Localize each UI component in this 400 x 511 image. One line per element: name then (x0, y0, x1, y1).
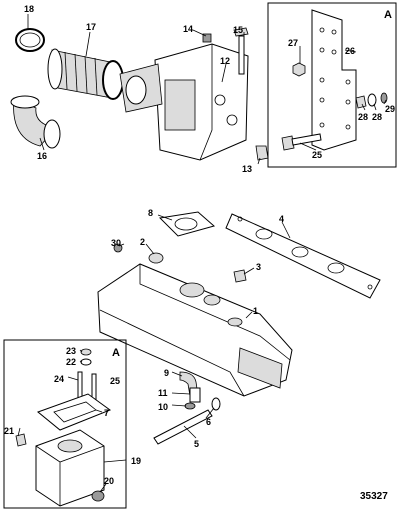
block-19-port (57, 439, 83, 453)
plug-14 (202, 33, 212, 43)
hose-17-end (47, 48, 63, 90)
stud-28-lower (355, 95, 367, 109)
callout-11: 11 (158, 388, 168, 398)
callout-17: 17 (86, 22, 96, 32)
callout-7: 7 (104, 408, 109, 418)
callout-2: 2 (140, 237, 145, 247)
callout-27: 25 (312, 150, 322, 160)
manifold-lower-edge (99, 309, 245, 397)
manifold-port-3 (227, 317, 243, 327)
block-19-edges (35, 445, 105, 506)
callout-6: 6 (206, 417, 211, 427)
inset-a-bottom-letter: A (112, 347, 120, 359)
callout-24: 24 (54, 374, 64, 384)
exhaust-block-19 (35, 429, 105, 507)
callout-22: 22 (66, 357, 76, 367)
nut-30 (380, 92, 388, 104)
callout-5: 5 (194, 439, 199, 449)
manifold-port-2 (203, 294, 221, 306)
callout-1: 1 (253, 306, 258, 316)
hose-17-ribs (64, 51, 98, 96)
gasket-8-hole (174, 217, 198, 231)
fitting-3 (233, 269, 247, 283)
callout-10: 10 (158, 402, 168, 412)
fitting-21 (15, 433, 27, 447)
hose-clamp-18 (15, 28, 45, 52)
riser-outlet (125, 75, 147, 105)
callout-30: 29 (385, 104, 395, 114)
callout-19: 19 (131, 456, 141, 466)
manifold-upper-edge (139, 264, 291, 361)
elbow-16-top (10, 95, 40, 109)
gasket-4-holes (237, 216, 373, 290)
callout-29: 28 (372, 112, 382, 122)
callout-8: 8 (148, 208, 153, 218)
gasket-7 (37, 393, 112, 431)
callout-28-upper: 27 (288, 38, 298, 48)
drawing-number: 35327 (360, 491, 388, 502)
gasket-8 (158, 211, 216, 237)
riser-port (214, 94, 226, 106)
plug-2 (148, 252, 164, 264)
bolt-27-shank (291, 133, 322, 146)
washer-6 (211, 397, 221, 411)
fitting-20 (91, 490, 105, 502)
inset-a-bottom-frame (3, 339, 127, 509)
callout-13: 13 (242, 164, 252, 174)
elbow-16-side (43, 119, 61, 149)
bolt-27-head (281, 135, 295, 151)
nut-23 (80, 348, 92, 356)
callout-15: 15 (233, 25, 243, 35)
hose-clamp-18-inner (19, 32, 41, 48)
plate-holes (319, 27, 351, 130)
riser-edge (199, 44, 213, 161)
washer-22 (80, 358, 92, 366)
leader-lines (17, 14, 387, 493)
riser-face (164, 79, 196, 131)
inset-a-top-frame (267, 2, 397, 168)
callout-14: 14 (183, 24, 193, 34)
callout-25: 25 (110, 376, 120, 386)
fitting-11 (189, 387, 201, 403)
plate-26 (311, 9, 357, 151)
manifold-end-cap (237, 347, 283, 389)
gasket-4 (225, 213, 381, 299)
callout-28-lower: 28 (358, 112, 368, 122)
washer-10 (184, 402, 196, 410)
callout-20: 20 (104, 476, 114, 486)
callout-9: 9 (164, 368, 169, 378)
callout-21: 21 (4, 426, 14, 436)
callout-12: 12 (220, 56, 230, 66)
bolt-15-shank (238, 35, 245, 75)
washer-29 (367, 93, 377, 107)
inset-a-top-letter: A (384, 9, 392, 21)
riser-port-2 (226, 114, 238, 126)
callout-16: 16 (37, 151, 47, 161)
callout-18: 18 (24, 4, 34, 14)
callout-23: 23 (66, 346, 76, 356)
callout-31: 30 (111, 238, 121, 248)
fitting-13 (255, 145, 269, 161)
stud-5 (153, 409, 213, 445)
nut-28-upper (292, 62, 306, 77)
callout-26: 26 (345, 46, 355, 56)
callout-4: 4 (279, 214, 284, 224)
bolt-15-head (233, 27, 249, 37)
manifold-port (179, 282, 205, 298)
callout-3: 3 (256, 262, 261, 272)
hose-17-clamp-end (102, 60, 124, 100)
